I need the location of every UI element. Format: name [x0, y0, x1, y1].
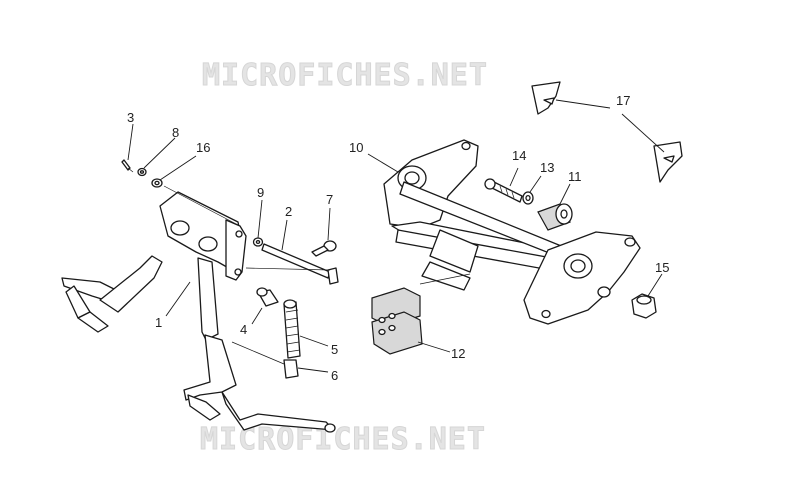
part-clips: [531, 81, 683, 183]
part-washer-13: [522, 191, 534, 205]
part-pivot-pin: [245, 243, 339, 285]
watermark-top: MICROFICHES.NET: [202, 58, 488, 94]
part-spring-pin: [256, 287, 279, 307]
leader-lines: [127, 99, 665, 373]
callout-5: 5: [331, 342, 338, 357]
part-center-stand: [61, 191, 336, 433]
part-return-spring: [231, 299, 301, 379]
callout-9: 9: [257, 185, 264, 200]
callout-12: 12: [451, 346, 465, 361]
callout-14: 14: [512, 148, 526, 163]
part-washer-8: [137, 167, 147, 177]
part-nut: [631, 293, 657, 319]
part-bolt-14: [484, 178, 523, 203]
callout-8: 8: [172, 125, 179, 140]
callout-3: 3: [127, 110, 134, 125]
callout-4: 4: [240, 322, 247, 337]
part-split-pin: [121, 159, 134, 173]
part-bolt-7: [311, 240, 337, 257]
part-washer-16: [151, 178, 163, 188]
callout-16: 16: [196, 140, 210, 155]
callout-15: 15: [655, 260, 669, 275]
part-stand-bracket: [383, 139, 641, 325]
part-washer-9: [252, 237, 264, 247]
callout-11: 11: [568, 169, 582, 184]
part-rubber-block: [371, 273, 471, 355]
callout-2: 2: [285, 204, 292, 219]
callout-7: 7: [326, 192, 333, 207]
callout-17: 17: [616, 93, 630, 108]
callout-labels: 3 8 16 9 2 7 1 4 5 6 10 14 13 11 12 15 1…: [127, 93, 669, 383]
callout-13: 13: [540, 160, 554, 175]
callout-1: 1: [155, 315, 162, 330]
callout-6: 6: [331, 368, 338, 383]
callout-10: 10: [349, 140, 363, 155]
part-bushing: [537, 203, 573, 231]
